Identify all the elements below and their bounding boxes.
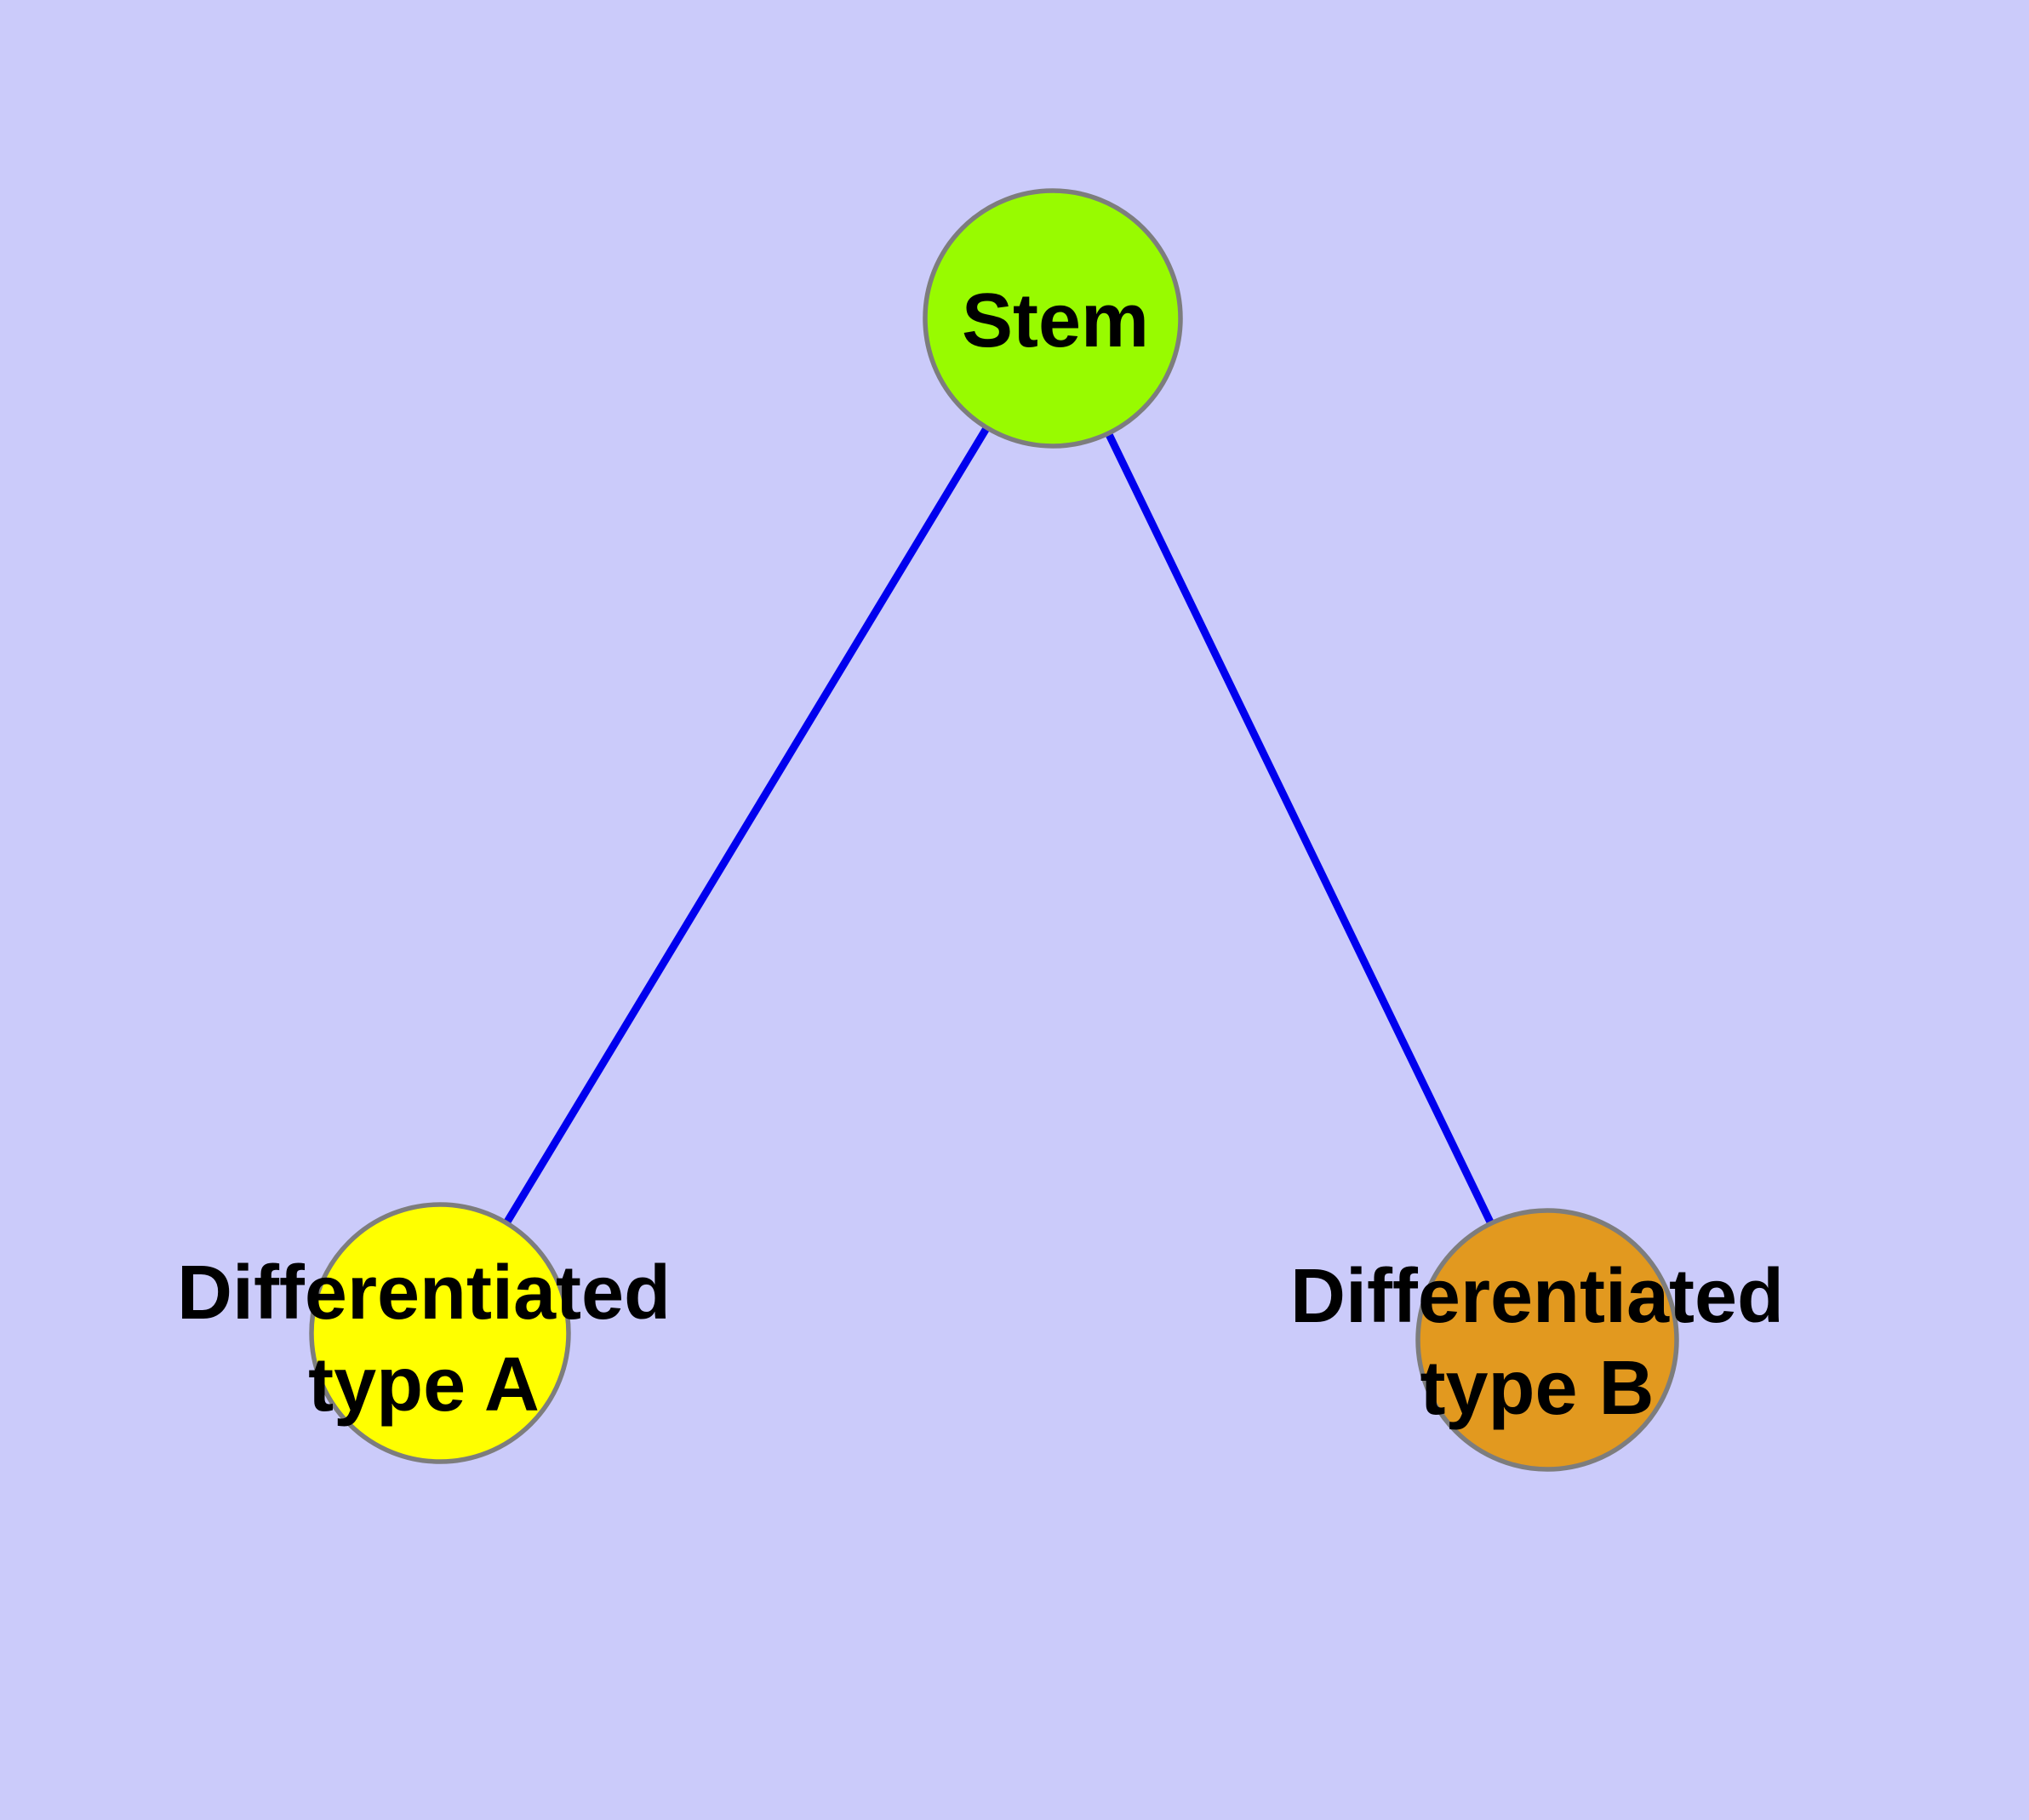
node-differentiated-type-a	[309, 1202, 571, 1464]
node-type-a-label-line1: Differentiated	[177, 1251, 671, 1336]
node-type-b-label-line2: type B	[1420, 1346, 1654, 1431]
node-differentiated-type-b	[1415, 1208, 1679, 1472]
node-type-a-label-line2: type A	[308, 1342, 540, 1428]
edge-stem-to-type-b	[1049, 317, 1552, 1342]
node-stem	[923, 188, 1183, 449]
edge-stem-to-type-a	[437, 316, 1056, 1336]
node-stem-label: Stem	[962, 278, 1149, 363]
node-type-b-label-line1: Differentiated	[1290, 1254, 1784, 1339]
